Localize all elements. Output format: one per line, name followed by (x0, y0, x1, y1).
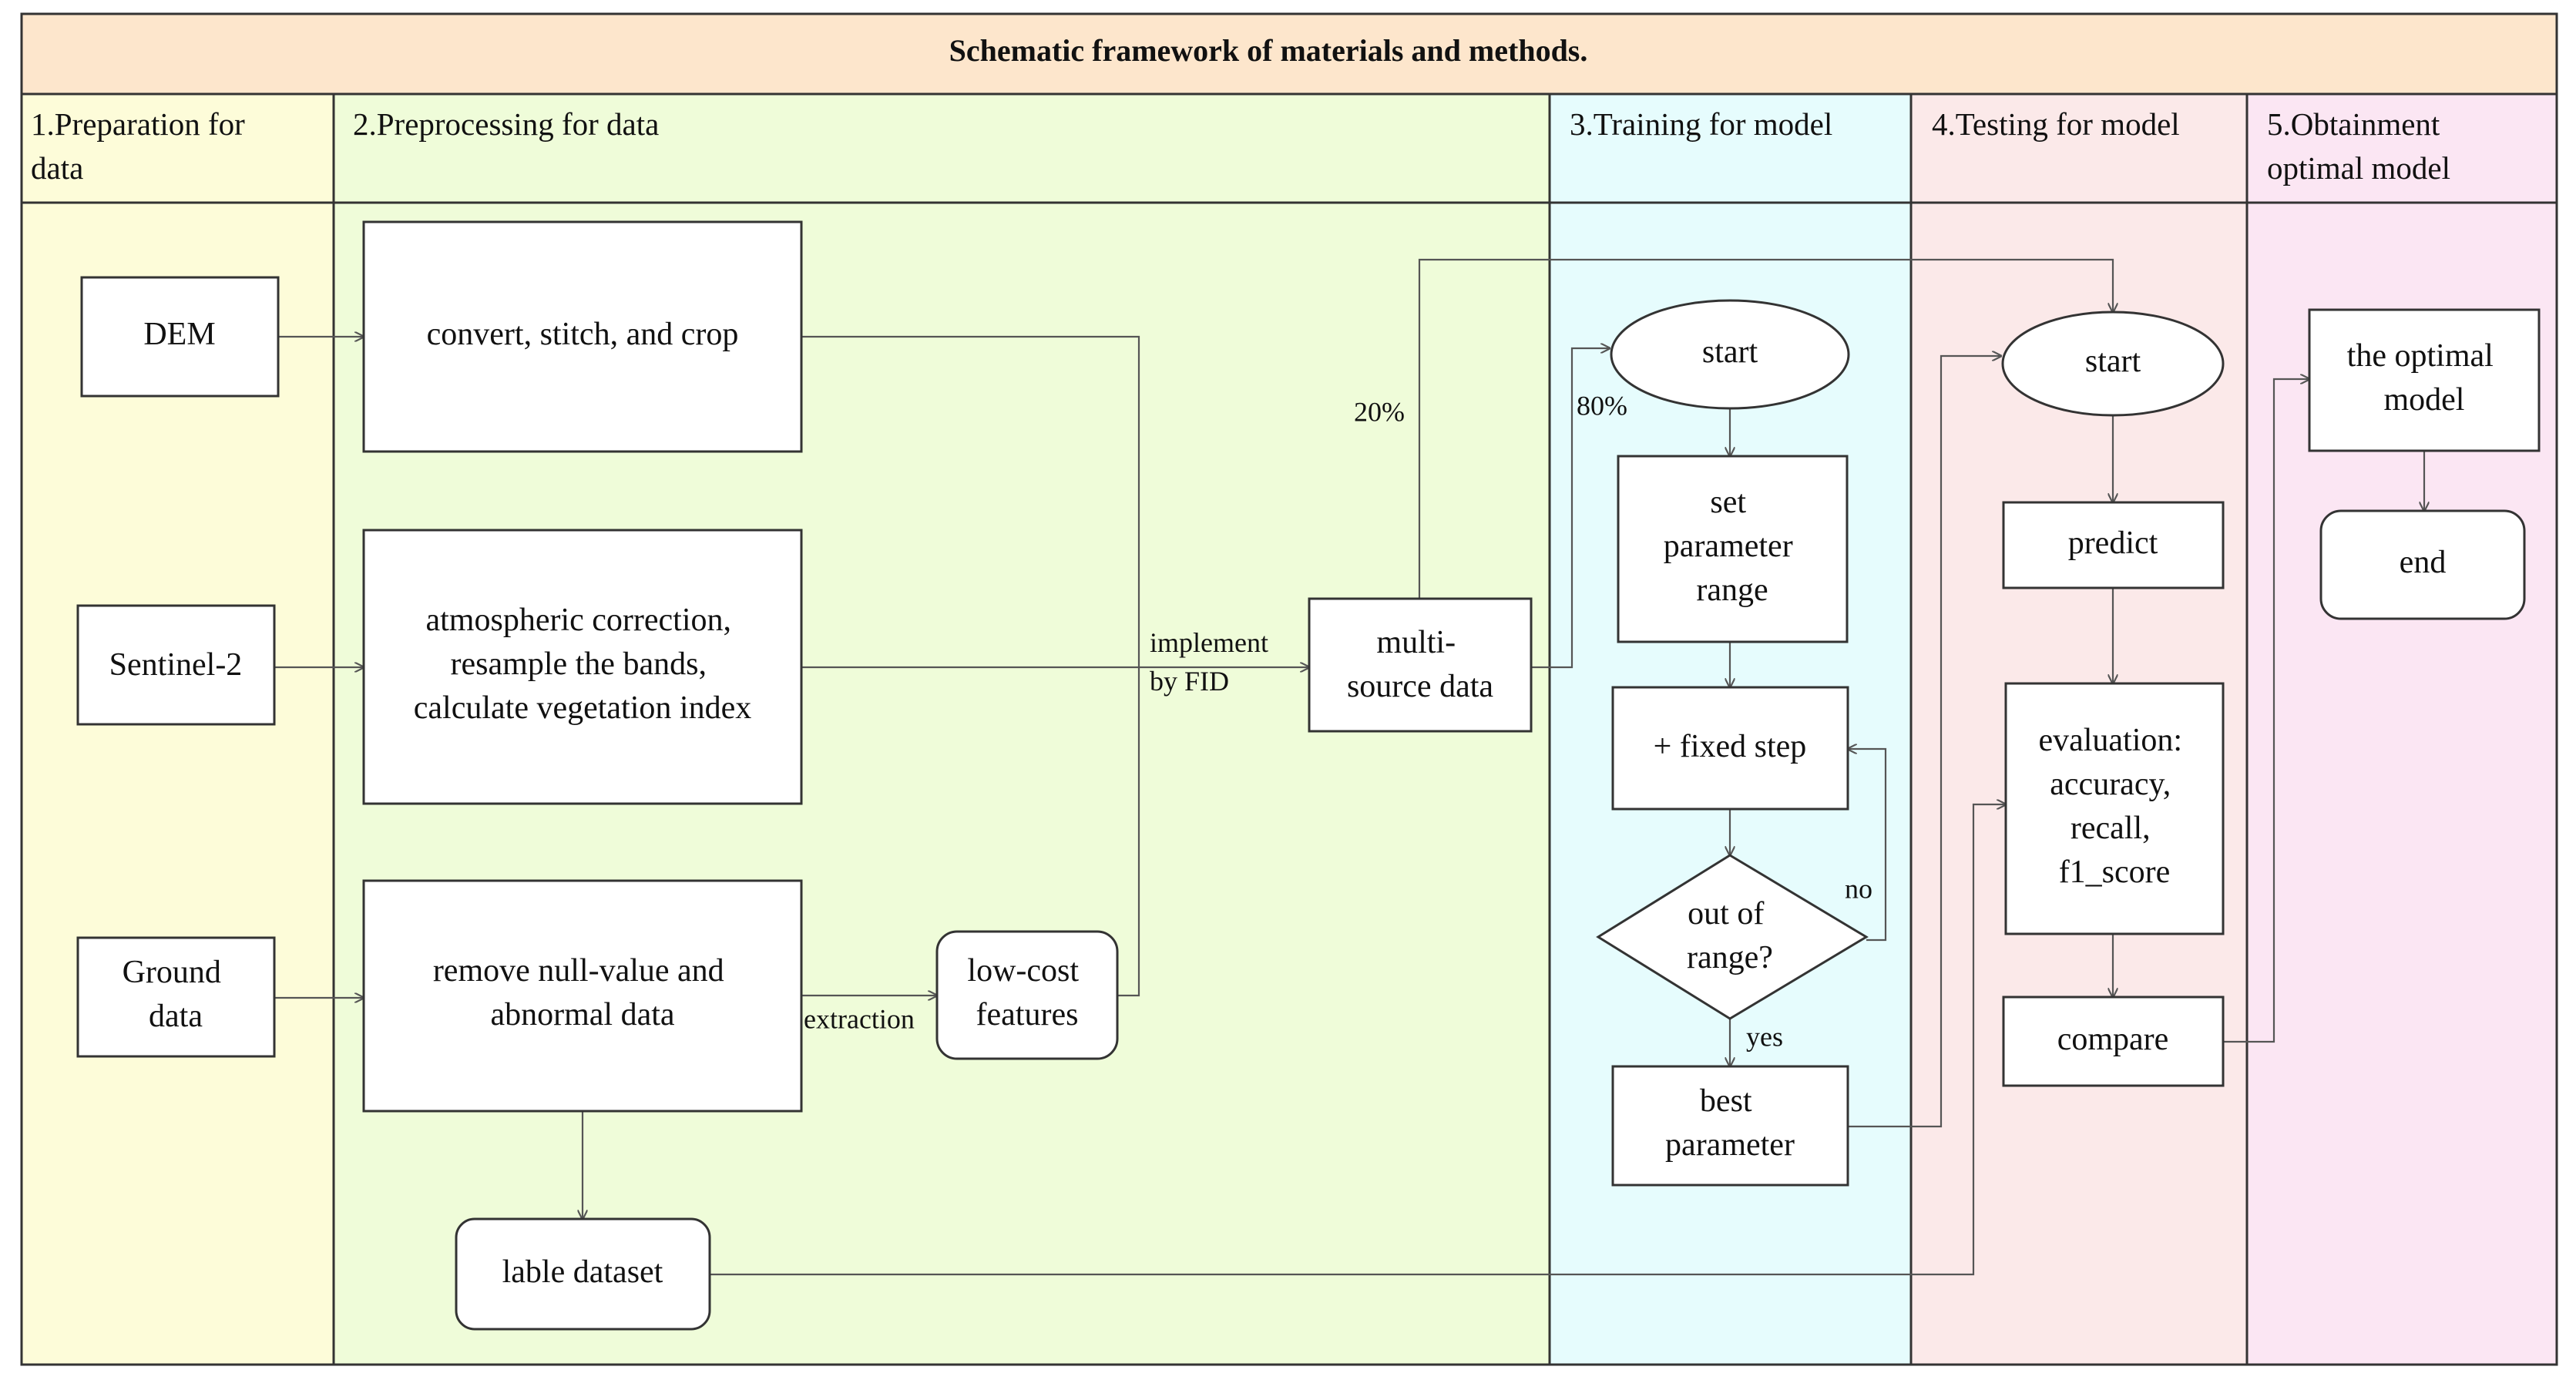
edges (274, 258, 2424, 1276)
edge-label-no: no (1845, 873, 1872, 904)
node-label: lable dataset (502, 1254, 663, 1290)
node-label: predict (2068, 525, 2158, 561)
node-multi-source-data: multi- source data (1308, 597, 1533, 733)
node-label: end (2400, 545, 2447, 580)
node-start-training: start (1610, 299, 1850, 410)
lane-header-preparation: 1.Preparation for data (31, 106, 253, 186)
node-label: start (2085, 344, 2141, 379)
edge-multi-start-test (1418, 258, 2113, 599)
edge-label-yes: yes (1746, 1021, 1783, 1052)
node-label: start (1702, 334, 1758, 370)
node-out-of-range-decision: out of range? (1596, 854, 1869, 1020)
node-label: DEM (143, 317, 215, 352)
diagram-title: Schematic framework of materials and met… (949, 33, 1588, 68)
lane-header-training: 3.Training for model (1570, 106, 1832, 142)
edge-label-extraction: extraction (804, 1003, 915, 1034)
node-fixed-step: + fixed step (1611, 686, 1849, 811)
node-label: low-cost features (967, 953, 1086, 1032)
lane-header-preprocessing: 2.Preprocessing for data (353, 106, 659, 142)
node-label: multi- source data (1347, 625, 1493, 704)
node-remove-null-value: remove null-value and abnormal data (362, 879, 803, 1113)
node-best-parameter: best parameter (1611, 1065, 1849, 1187)
edge-multi-start-train (1531, 348, 1610, 669)
node-lable-dataset: lable dataset (455, 1217, 711, 1331)
node-start-testing: start (2001, 311, 2225, 417)
lane-optimal-bg (2247, 94, 2557, 1365)
node-end: end (2319, 509, 2526, 620)
node-predict: predict (2002, 501, 2225, 589)
node-label: out of range? (1687, 896, 1773, 975)
node-label: convert, stitch, and crop (427, 317, 739, 352)
node-low-cost-features: low-cost features (935, 930, 1119, 1060)
node-label: Ground data (123, 955, 230, 1034)
node-compare: compare (2002, 996, 2225, 1087)
node-dem: DEM (80, 276, 280, 398)
node-sentinel-2: Sentinel-2 (76, 604, 276, 726)
node-optimal-model: the optimal model (2308, 308, 2541, 452)
node-atmospheric-correction: atmospheric correction, resample the ban… (362, 529, 803, 805)
edge-lable-evaluation (710, 804, 2006, 1276)
edge-decision-no-loop (1848, 749, 1887, 942)
node-label: evaluation: accuracy, recall, f1_score (2038, 723, 2190, 890)
title-band (20, 12, 2558, 96)
edge-best-start-test (1848, 356, 2001, 1128)
edge-label-implement: implement by FID (1150, 627, 1275, 697)
edge-label-80pct: 80% (1577, 390, 1627, 421)
lane-grid (20, 12, 2558, 1366)
node-ground-data: Ground data (76, 936, 276, 1058)
node-label: atmospheric correction, resample the ban… (414, 603, 751, 726)
node-label: remove null-value and abnormal data (433, 953, 732, 1032)
edge-label-20pct: 20% (1354, 396, 1405, 427)
node-evaluation: evaluation: accuracy, recall, f1_score (2004, 682, 2225, 935)
node-label: the optimal model (2347, 338, 2502, 418)
lane-header-testing: 4.Testing for model (1932, 106, 2180, 142)
edge-compare-optimal (2223, 379, 2309, 1043)
node-label: set parameter range (1664, 485, 1801, 608)
node-label: + fixed step (1654, 729, 1807, 764)
node-label: Sentinel-2 (109, 647, 243, 683)
lane-header-optimal: 5.Obtainment optimal model (2267, 106, 2450, 186)
node-label: compare (2057, 1022, 2169, 1057)
edge-convert-merge (801, 335, 1140, 667)
node-convert-stitch-crop: convert, stitch, and crop (362, 220, 803, 453)
node-label: best parameter (1665, 1083, 1795, 1163)
node-set-parameter-range: set parameter range (1617, 455, 1849, 643)
edge-lowcost-merge (1117, 667, 1140, 997)
